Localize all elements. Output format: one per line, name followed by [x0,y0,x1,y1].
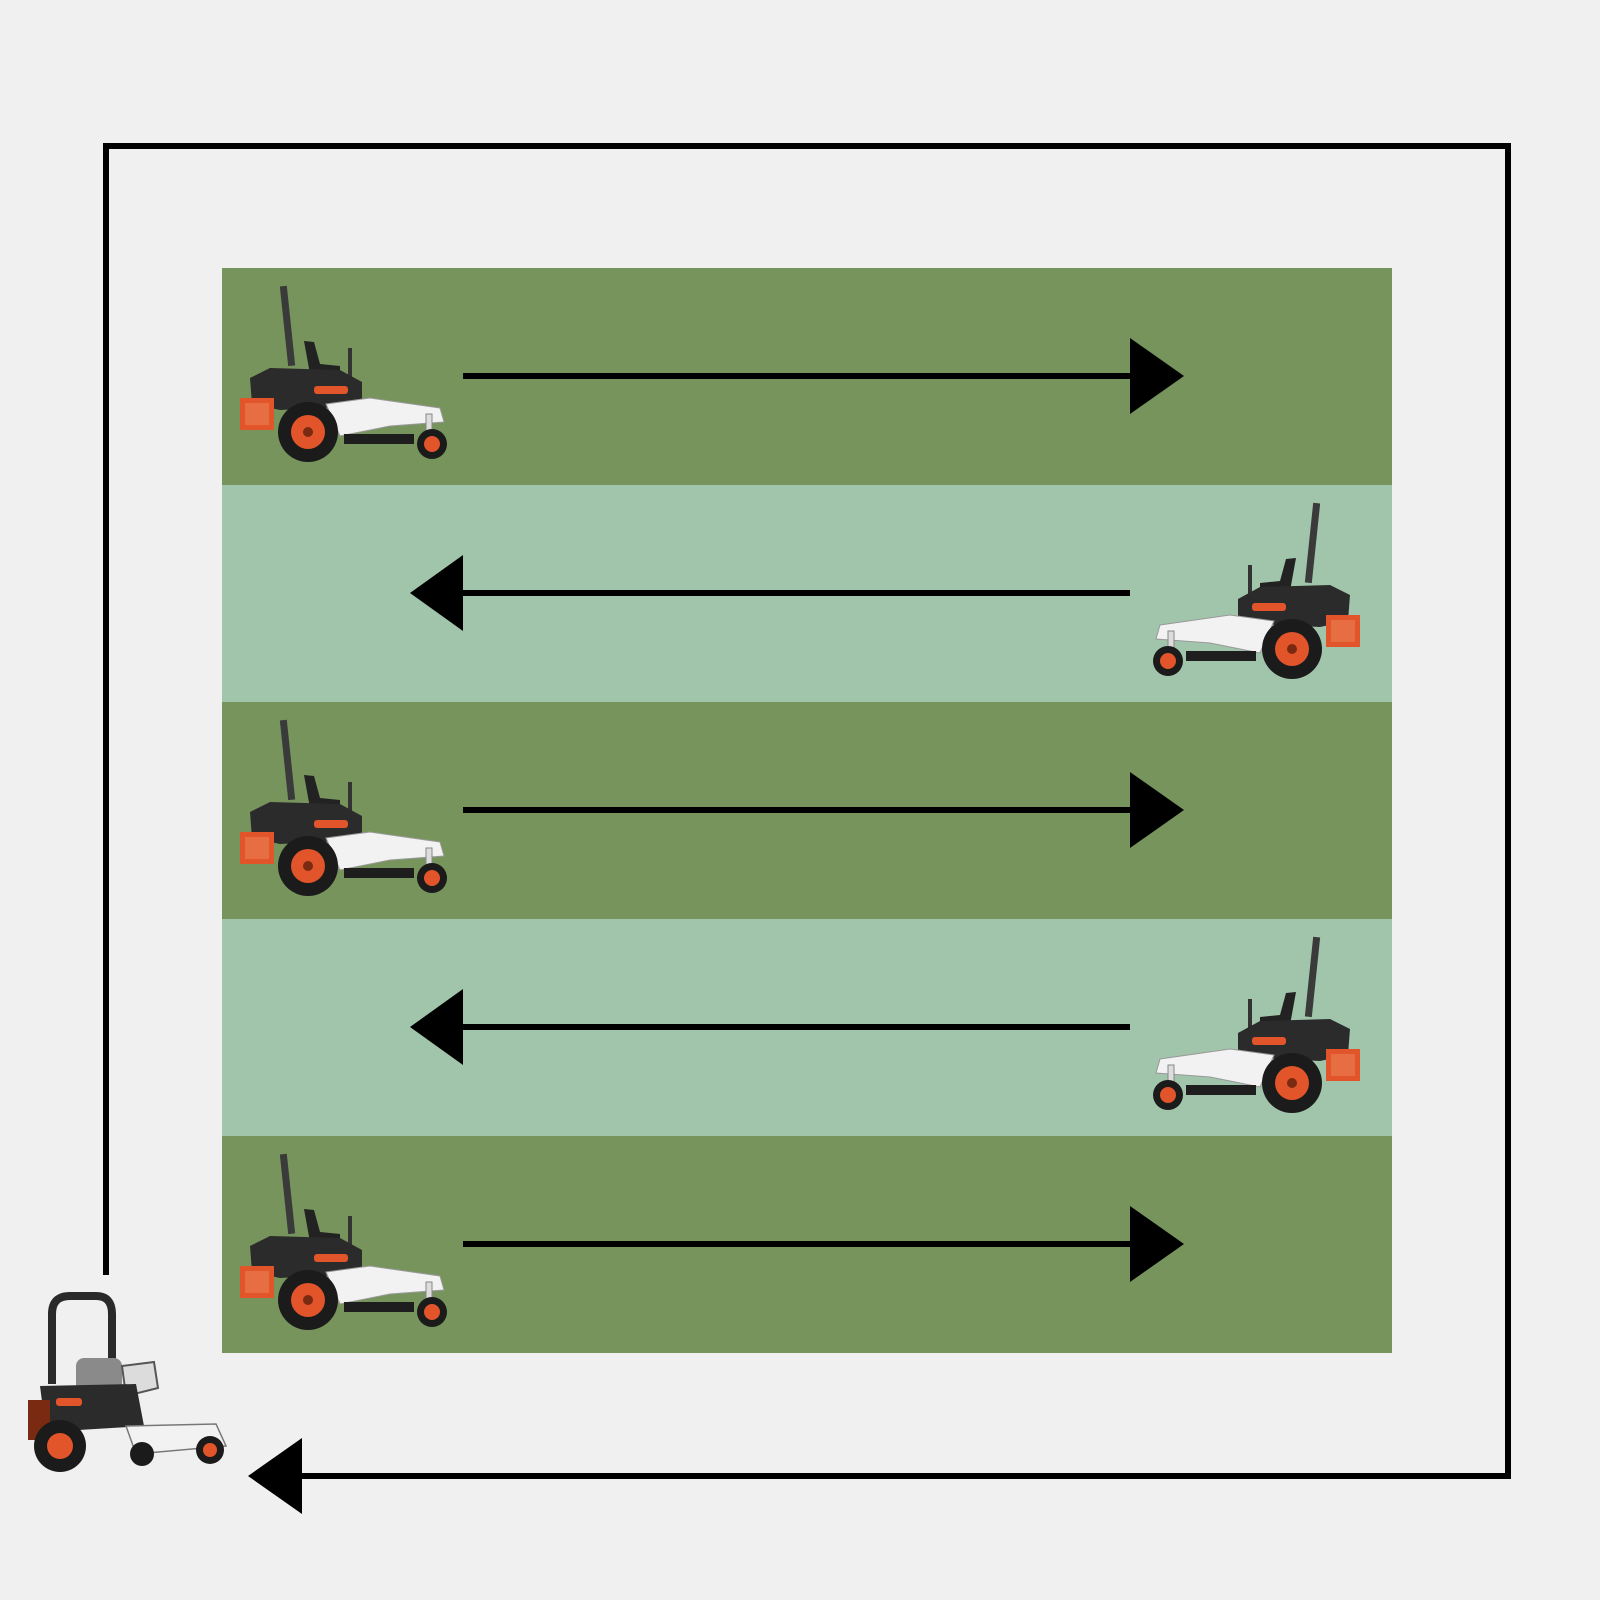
direction-arrow-icon [1130,772,1184,848]
lawn-area [222,268,1392,1353]
perimeter-path [103,143,1511,1514]
stripe-row-1 [222,268,1392,485]
direction-arrow-icon [1130,338,1184,414]
perimeter-line [103,143,1511,1479]
stripe-row-4 [222,919,1392,1136]
direction-arrow-icon [410,555,463,631]
stripe-row-5 [222,1136,1392,1353]
start-mower-icon [28,1292,228,1472]
stripe-row-3 [222,702,1392,919]
perimeter-arrow-icon [248,1438,302,1514]
direction-arrow-icon [410,989,463,1065]
stripe-row-2 [222,485,1392,702]
direction-arrow-icon [1130,1206,1184,1282]
